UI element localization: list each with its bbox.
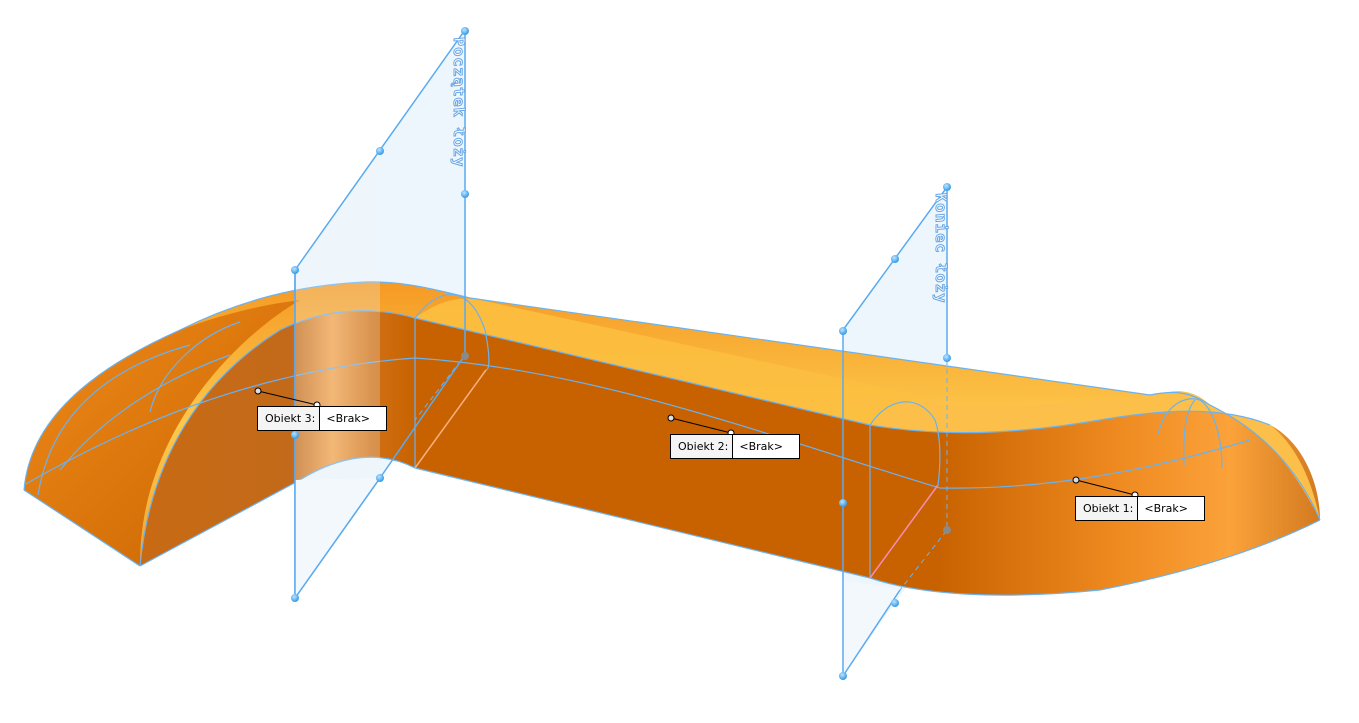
plane-label-start: Początek łoży bbox=[450, 36, 469, 169]
object-tag-value[interactable]: <Brak> bbox=[320, 407, 386, 430]
model-left-cap bbox=[24, 300, 300, 566]
handle-icon bbox=[891, 599, 899, 607]
object-tag-2[interactable]: Obiekt 2: <Brak> bbox=[670, 434, 800, 459]
selected-edge-end[interactable] bbox=[869, 484, 939, 579]
handle-icon bbox=[291, 266, 299, 274]
model-middle-side bbox=[415, 318, 870, 578]
plane-handles[interactable] bbox=[291, 27, 951, 680]
object-tag-1[interactable]: Obiekt 1: <Brak> bbox=[1075, 496, 1205, 521]
handle-icon bbox=[839, 672, 847, 680]
selected-edge-start[interactable] bbox=[414, 369, 487, 469]
handle-icon bbox=[291, 594, 299, 602]
handle-icon bbox=[461, 27, 469, 35]
handle-icon bbox=[943, 526, 951, 534]
object-tag-3[interactable]: Obiekt 3: <Brak> bbox=[257, 406, 387, 431]
handle-icon bbox=[891, 255, 899, 263]
object-tag-key: Obiekt 1: bbox=[1076, 497, 1139, 520]
object-tag-value[interactable]: <Brak> bbox=[733, 435, 799, 458]
handle-icon bbox=[376, 474, 384, 482]
handle-icon bbox=[943, 354, 951, 362]
handle-icon bbox=[461, 352, 469, 360]
handle-icon bbox=[461, 190, 469, 198]
plane-start-front[interactable] bbox=[294, 27, 466, 601]
handle-icon bbox=[839, 327, 847, 335]
object-tag-key: Obiekt 2: bbox=[671, 435, 734, 458]
handle-icon bbox=[839, 499, 847, 507]
model-right-top bbox=[870, 391, 1320, 520]
handle-icon bbox=[943, 183, 951, 191]
handle-icon bbox=[291, 431, 299, 439]
handle-icon bbox=[376, 147, 384, 155]
model-edges bbox=[23, 281, 1321, 596]
model-left-side bbox=[140, 310, 415, 566]
object-tag-key: Obiekt 3: bbox=[258, 407, 321, 430]
object-tag-value[interactable]: <Brak> bbox=[1138, 497, 1204, 520]
plane-label-end: Koniec łoży bbox=[932, 192, 951, 305]
